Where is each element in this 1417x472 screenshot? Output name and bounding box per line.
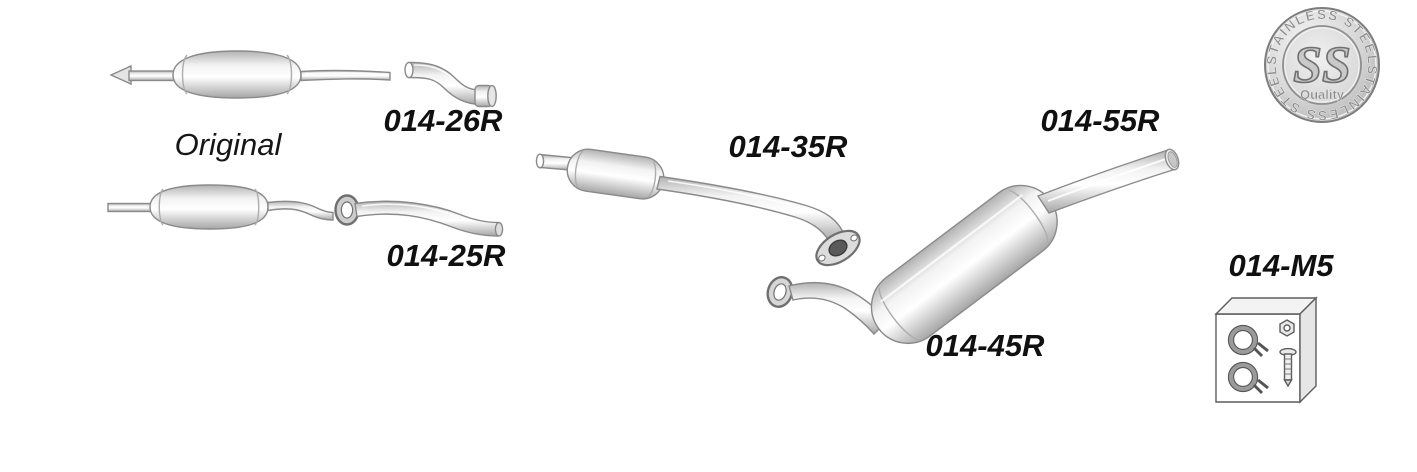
stainless-steel-quality-badge: STAINLESS STEEL STAINLESS STEEL SS Quali…	[1264, 7, 1380, 123]
label-014-55R: 014-55R	[1041, 103, 1161, 138]
label-014-35R: 014-35R	[729, 129, 849, 164]
part-014-M5-drawing	[1214, 296, 1318, 404]
part-014-25R-drawing	[334, 194, 504, 237]
label-014-26R: 014-26R	[384, 103, 504, 138]
label-014-45R: 014-45R	[926, 328, 1046, 363]
badge-quality-text: Quality	[1300, 87, 1345, 102]
label-014-25R: 014-25R	[387, 238, 507, 273]
part-014-26R-drawing	[404, 61, 497, 108]
badge-ss-monogram: SS	[1293, 37, 1351, 94]
part-014-55R-drawing	[1036, 148, 1180, 214]
original-exhaust-bottom-drawing	[107, 184, 334, 230]
part-014-35R-drawing	[535, 148, 861, 267]
part-014-45R-drawing	[766, 184, 1058, 345]
label-original: Original	[175, 127, 283, 162]
label-014-M5: 014-M5	[1228, 248, 1334, 283]
original-exhaust-top-drawing	[109, 50, 391, 99]
